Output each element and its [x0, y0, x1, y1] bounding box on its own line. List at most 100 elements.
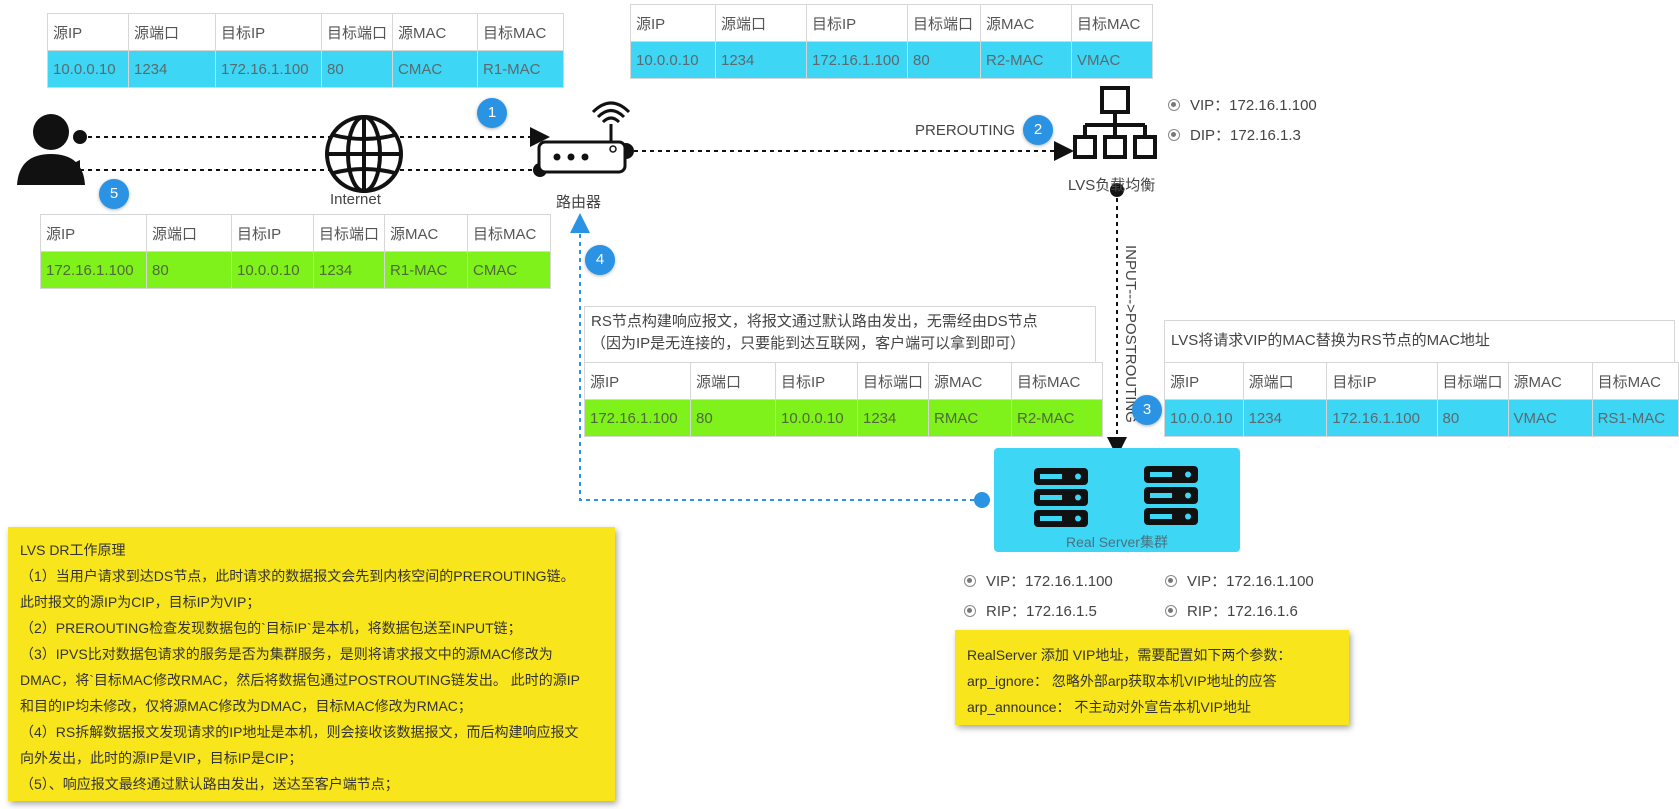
- header-src-ip: 源IP: [1164, 362, 1244, 400]
- server-icon-2: [1144, 466, 1198, 525]
- cell-src-port: 1234: [1242, 399, 1328, 437]
- cell-src-port: 1234: [715, 41, 807, 79]
- lvs-dr-principle-note: LVS DR工作原理 （1）当用户请求到达DS节点，此时请求的数据报文会先到内核…: [8, 527, 615, 801]
- rs2-rip: RIP：172.16.1.6: [1165, 600, 1298, 621]
- cell-dst-ip: 172.16.1.100: [215, 50, 322, 88]
- cell-dst-mac: VMAC: [1071, 41, 1153, 79]
- table-row: 10.0.0.10 1234 172.16.1.100 80 VMAC RS1-…: [1164, 399, 1679, 437]
- router-label: 路由器: [556, 194, 602, 211]
- step-badge-4: 4: [585, 245, 615, 275]
- table-3-caption: LVS将请求VIP的MAC替换为RS节点的MAC地址: [1164, 320, 1675, 362]
- header-dst-mac: 目标MAC: [1071, 4, 1153, 42]
- step-badge-2: 2: [1023, 115, 1053, 145]
- header-dst-port: 目标端口: [1436, 362, 1509, 400]
- principle-line: DMAC，将`目标MAC修改RMAC，然后将数据包通过POSTROUTING链发…: [20, 672, 580, 688]
- principle-line: （5）、响应报文最终通过默认路由发出，送达至客户端节点；: [20, 776, 399, 792]
- cell-dst-ip: 172.16.1.100: [1326, 399, 1438, 437]
- packet-table-3: 源IP 源端口 目标IP 目标端口 源MAC 目标MAC 10.0.0.10 1…: [1164, 362, 1679, 437]
- lvs-vip: VIP：172.16.1.100: [1168, 94, 1317, 115]
- header-src-mac: 源MAC: [384, 214, 469, 252]
- header-dst-port: 目标端口: [312, 214, 386, 252]
- prerouting-label: PREROUTING: [915, 122, 1016, 139]
- packet-table-2: 源IP 源端口 目标IP 目标端口 源MAC 目标MAC 10.0.0.10 1…: [630, 4, 1153, 79]
- cell-src-mac: CMAC: [392, 50, 479, 88]
- caption-text: LVS将请求VIP的MAC替换为RS节点的MAC地址: [1171, 332, 1490, 349]
- header-src-port: 源端口: [715, 4, 807, 42]
- realserver-config-note: RealServer 添加 VIP地址，需要配置如下两个参数： arp_igno…: [955, 630, 1349, 725]
- cell-dst-port: 1234: [856, 399, 930, 437]
- rs-to-router-line: [570, 213, 982, 501]
- cell-src-ip: 172.16.1.100: [584, 399, 691, 437]
- step-badge-5: 5: [99, 179, 129, 209]
- cell-dst-port: 80: [1436, 399, 1509, 437]
- principle-line: （4）RS拆解数据报文发现请求的IP地址是本机，则会接收该数据报文，而后构建响应…: [20, 724, 579, 740]
- cell-src-port: 1234: [128, 50, 216, 88]
- principle-line: 和目的IP均未修改，仅将源MAC修改为DMAC，目标MAC修改为RMAC；: [20, 698, 472, 714]
- header-src-ip: 源IP: [47, 13, 129, 51]
- lvs-dip: DIP：172.16.1.3: [1168, 124, 1301, 145]
- cell-src-mac: R2-MAC: [980, 41, 1072, 79]
- cell-dst-mac: R2-MAC: [1011, 399, 1104, 437]
- cell-src-mac: VMAC: [1507, 399, 1593, 437]
- caption-line-2: （因为IP是无连接的，只要能到达互联网，客户端可以拿到即可）: [591, 335, 1026, 352]
- principle-line: （1）当用户请求到达DS节点，此时请求的数据报文会先到内核空间的PREROUTI…: [20, 568, 575, 584]
- header-dst-mac: 目标MAC: [1011, 362, 1104, 400]
- table-row: 10.0.0.10 1234 172.16.1.100 80 R2-MAC VM…: [630, 41, 1153, 79]
- cell-src-ip: 10.0.0.10: [47, 50, 129, 88]
- cell-dst-mac: RS1-MAC: [1591, 399, 1679, 437]
- step-badge-3: 3: [1132, 395, 1162, 425]
- cell-dst-ip: 10.0.0.10: [775, 399, 858, 437]
- rs1-vip: VIP：172.16.1.100: [964, 570, 1113, 591]
- header-dst-port: 目标端口: [856, 362, 930, 400]
- cluster-label: Real Server集群: [1066, 534, 1168, 550]
- step-badge-1: 1: [477, 98, 507, 128]
- header-src-port: 源端口: [146, 214, 232, 252]
- packet-table-4: 源IP 源端口 目标IP 目标端口 源MAC 目标MAC 172.16.1.10…: [584, 362, 1104, 437]
- cell-dst-ip: 172.16.1.100: [806, 41, 908, 79]
- principle-line: （2）PREROUTING检查发现数据包的`目标IP`是本机，将数据包送至INP…: [20, 620, 522, 636]
- cell-src-ip: 10.0.0.10: [1164, 399, 1244, 437]
- header-dst-mac: 目标MAC: [477, 13, 565, 51]
- cell-src-mac: RMAC: [928, 399, 1013, 437]
- rs2-vip: VIP：172.16.1.100: [1165, 570, 1314, 591]
- header-src-port: 源端口: [128, 13, 216, 51]
- lvs-network-icon: [1073, 86, 1157, 159]
- cell-src-port: 80: [690, 399, 776, 437]
- header-src-ip: 源IP: [630, 4, 716, 42]
- header-src-mac: 源MAC: [980, 4, 1072, 42]
- header-src-port: 源端口: [1242, 362, 1328, 400]
- table-row: 10.0.0.10 1234 172.16.1.100 80 CMAC R1-M…: [47, 50, 565, 88]
- packet-table-1: 源IP 源端口 目标IP 目标端口 源MAC 目标MAC 10.0.0.10 1…: [47, 13, 565, 88]
- cell-src-port: 80: [146, 251, 232, 289]
- input-postrouting-label: INPUT--->POSTROUTING: [1122, 245, 1139, 423]
- cell-dst-ip: 10.0.0.10: [231, 251, 314, 289]
- header-src-ip: 源IP: [584, 362, 691, 400]
- principle-line: 此时报文的源IP为CIP，目标IP为VIP；: [20, 594, 261, 610]
- caption-line-1: RS节点构建响应报文，将报文通过默认路由发出，无需经由DS节点: [591, 313, 1038, 330]
- principle-title: LVS DR工作原理: [20, 542, 126, 558]
- realserver-note-line: RealServer 添加 VIP地址，需要配置如下两个参数：: [967, 647, 1292, 663]
- packet-table-5: 源IP 源端口 目标IP 目标端口 源MAC 目标MAC 172.16.1.10…: [40, 214, 552, 289]
- header-dst-ip: 目标IP: [215, 13, 322, 51]
- router-icon: [537, 101, 631, 174]
- header-dst-ip: 目标IP: [806, 4, 908, 42]
- header-src-mac: 源MAC: [928, 362, 1013, 400]
- rs1-rip: RIP：172.16.1.5: [964, 600, 1097, 621]
- header-dst-mac: 目标MAC: [467, 214, 552, 252]
- header-src-ip: 源IP: [40, 214, 147, 252]
- header-dst-ip: 目标IP: [1326, 362, 1438, 400]
- realserver-note-line: arp_ignore： 忽略外部arp获取本机VIP地址的应答: [967, 673, 1277, 689]
- realserver-note-line: arp_announce： 不主动对外宣告本机VIP地址: [967, 699, 1251, 715]
- cell-src-ip: 10.0.0.10: [630, 41, 716, 79]
- real-server-cluster: Real Server集群: [994, 448, 1240, 552]
- cell-dst-port: 80: [320, 50, 394, 88]
- cell-dst-mac: CMAC: [467, 251, 552, 289]
- header-src-port: 源端口: [690, 362, 776, 400]
- principle-line: （3）IPVS比对数据包请求的服务是否为集群服务，是则将请求报文中的源MAC修改…: [20, 646, 553, 662]
- table-4-caption: RS节点构建响应报文，将报文通过默认路由发出，无需经由DS节点 （因为IP是无连…: [584, 306, 1096, 362]
- cell-src-mac: R1-MAC: [384, 251, 469, 289]
- table-row: 172.16.1.100 80 10.0.0.10 1234 R1-MAC CM…: [40, 251, 552, 289]
- principle-line: 向外发出，此时的源IP是VIP，目标IP是CIP；: [20, 750, 303, 766]
- cell-dst-port: 1234: [312, 251, 386, 289]
- header-dst-mac: 目标MAC: [1591, 362, 1679, 400]
